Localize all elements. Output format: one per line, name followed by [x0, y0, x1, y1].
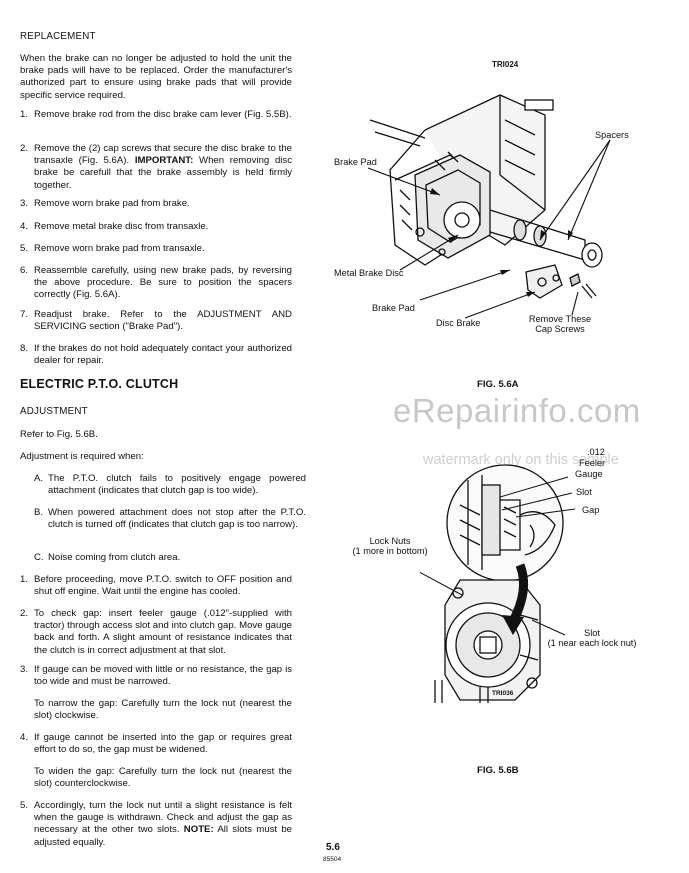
important-label: IMPORTANT: — [134, 155, 194, 167]
watermark-sub: watermark only on this sample — [423, 452, 619, 468]
lock-nuts-line1: Lock Nuts — [369, 536, 411, 546]
fig-5-6a-caption: FIG. 5.6A — [477, 379, 519, 390]
fig-b-code: TRI036 — [492, 690, 514, 697]
disc-brake-label: Disc Brake — [436, 318, 481, 328]
step-number: 1. — [20, 574, 29, 585]
condition-letter: A. — [34, 473, 44, 484]
step-text: To check gap: insert feeler gauge (.012"… — [34, 608, 292, 656]
feeler-gauge-line3: Gauge — [575, 469, 603, 479]
feeler-gauge-line2: Feeler — [579, 458, 606, 468]
step-text: If gauge can be moved with little or no … — [34, 664, 292, 688]
step-number: 4. — [20, 221, 29, 232]
step-number: 5. — [20, 800, 29, 811]
gap-label: Gap — [582, 505, 600, 515]
step-text-a: Accordingly, turn the lock nut until a s… — [34, 800, 292, 836]
step-text: Accordingly, turn the lock nut until a s… — [34, 800, 292, 849]
step-text: Remove brake rod from the disc brake cam… — [34, 109, 292, 120]
condition-a: A. The P.T.O. clutch fails to positively… — [34, 473, 306, 497]
replacement-step-2: 2. Remove the (2) cap screws that secure… — [20, 143, 292, 192]
step-number: 5. — [20, 243, 29, 254]
step-number: 1. — [20, 109, 29, 120]
step-text-a: Remove the (2) cap screws that secure th… — [34, 143, 292, 167]
replacement-step-7: 7. Readjust brake. Refer to the ADJUSTME… — [20, 309, 292, 333]
fig-a-code: TRI024 — [492, 60, 519, 69]
watermark-main: eRepairinfo.com — [393, 392, 641, 429]
doc-code: 85504 — [323, 856, 342, 863]
replacement-step-5: 5. Remove worn brake pad from transaxle. — [20, 243, 292, 255]
slot-right-line1: Slot — [584, 628, 600, 638]
pto-clutch-illustration — [420, 464, 576, 703]
step-text: If gauge cannot be inserted into the gap… — [34, 732, 292, 756]
remove-cap-screws-line2: Cap Screws — [535, 324, 585, 334]
lock-nuts-line2: (1 more in bottom) — [352, 546, 428, 556]
condition-text: Noise coming from clutch area. — [48, 552, 181, 563]
condition-c: C. Noise coming from clutch area. — [34, 552, 306, 564]
narrow-gap-text: To narrow the gap: Carefully turn the lo… — [20, 698, 292, 722]
feeler-gauge-line1: .012 — [587, 447, 605, 457]
brake-pad-label-bottom: Brake Pad — [372, 303, 415, 313]
step-number: 3. — [20, 664, 29, 675]
condition-text: The P.T.O. clutch fails to positively en… — [48, 473, 306, 497]
feeler-gauge-label: .012 Feeler Gauge — [575, 447, 635, 480]
condition-b: B. When powered attachment does not stop… — [34, 507, 306, 531]
brake-assembly-illustration — [367, 94, 611, 319]
brake-pad-label-top: Brake Pad — [334, 157, 377, 167]
step-text-b: All slots must be adjusted equally. — [34, 824, 293, 848]
step-number: 8. — [20, 343, 29, 354]
pto-step-1: 1. Before proceeding, move P.T.O. switch… — [20, 574, 292, 598]
pto-step-3: 3. If gauge can be moved with little or … — [20, 664, 292, 688]
step-number: 7. — [20, 309, 29, 320]
replacement-heading: REPLACEMENT — [20, 31, 96, 42]
step-text: Remove worn brake pad from brake. — [34, 198, 190, 209]
slot-label-top: Slot — [576, 487, 592, 497]
step-number: 2. — [20, 608, 29, 619]
step-text-b: When removing disc brake be carefull tha… — [34, 155, 293, 191]
metal-brake-disc-label: Metal Brake Disc — [334, 268, 404, 278]
pto-step-4: 4. If gauge cannot be inserted into the … — [20, 732, 292, 756]
replacement-step-1: 1. Remove brake rod from the disc brake … — [20, 109, 292, 121]
condition-letter: B. — [34, 507, 44, 518]
replacement-intro: When the brake can no longer be adjusted… — [20, 53, 292, 101]
narrow-gap-instruction: To narrow the gap: Carefully turn the lo… — [34, 698, 292, 722]
step-text: Reassemble carefully, using new brake pa… — [34, 265, 292, 301]
replacement-step-3: 3. Remove worn brake pad from brake. — [20, 198, 292, 210]
replacement-step-6: 6. Reassemble carefully, using new brake… — [20, 265, 292, 302]
step-text: Remove the (2) cap screws that secure th… — [34, 143, 292, 192]
page-number: 5.6 — [326, 842, 340, 853]
condition-letter: C. — [34, 552, 44, 563]
widen-gap-text: To widen the gap: Carefully turn the loc… — [20, 766, 292, 790]
pto-step-5: 5. Accordingly, turn the lock nut until … — [20, 800, 292, 849]
step-text: Remove worn brake pad from transaxle. — [34, 243, 205, 254]
remove-cap-screws-line1: Remove These — [528, 314, 592, 324]
step-number: 4. — [20, 732, 29, 743]
required-text: Adjustment is required when: — [20, 451, 144, 462]
pto-step-2: 2. To check gap: insert feeler gauge (.0… — [20, 608, 292, 657]
condition-text: When powered attachment does not stop af… — [48, 507, 306, 531]
step-text: Remove metal brake disc from transaxle. — [34, 221, 209, 232]
adjustment-heading: ADJUSTMENT — [20, 406, 88, 417]
brake-pad-leader — [367, 167, 441, 196]
pto-section-title: ELECTRIC P.T.O. CLUTCH — [20, 377, 179, 391]
step-number: 3. — [20, 198, 29, 209]
note-label: NOTE: — [183, 824, 214, 836]
slot-right-label: Slot (1 near each lock nut) — [532, 628, 652, 648]
step-text: Readjust brake. Refer to the ADJUSTMENT … — [34, 309, 292, 333]
replacement-step-4: 4. Remove metal brake disc from transaxl… — [20, 221, 292, 233]
step-number: 6. — [20, 265, 29, 276]
replacement-step-8: 8. If the brakes do not hold adequately … — [20, 343, 292, 367]
remove-cap-screws-label: Remove These Cap Screws — [520, 314, 600, 334]
step-number: 2. — [20, 143, 29, 154]
step-text: If the brakes do not hold adequately con… — [34, 343, 292, 367]
slot-right-line2: (1 near each lock nut) — [547, 638, 637, 648]
spacers-label: Spacers — [595, 130, 629, 140]
widen-gap-instruction: To widen the gap: Carefully turn the loc… — [34, 766, 292, 790]
refer-text: Refer to Fig. 5.6B. — [20, 429, 98, 440]
fig-5-6b-caption: FIG. 5.6B — [477, 765, 519, 776]
lock-nuts-label: Lock Nuts (1 more in bottom) — [340, 536, 440, 556]
step-text: Before proceeding, move P.T.O. switch to… — [34, 574, 292, 598]
